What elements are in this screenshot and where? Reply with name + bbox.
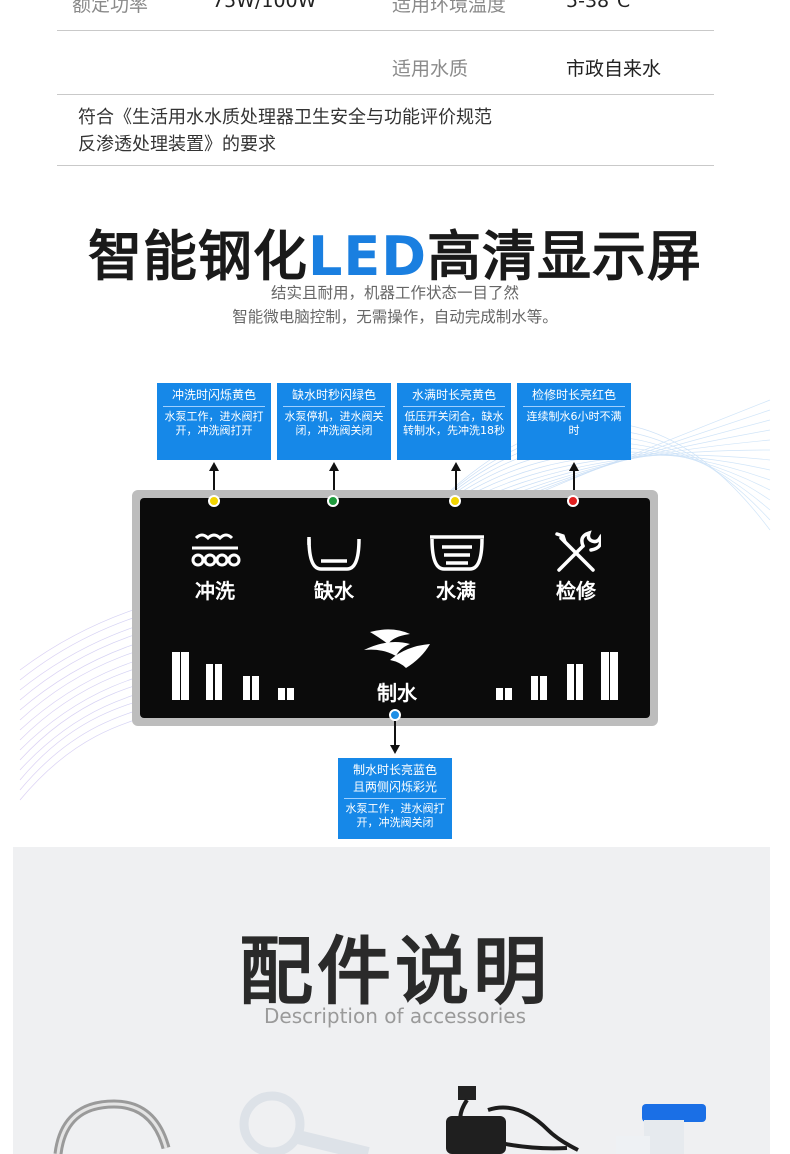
- level-bar: [252, 676, 259, 700]
- level-bar: [287, 688, 294, 700]
- icon-label-service: 检修: [556, 579, 596, 603]
- status-dot-making: [389, 709, 401, 721]
- section-subtitle-accessories: Description of accessories: [263, 1004, 527, 1028]
- level-bar: [531, 676, 538, 700]
- spec-value-water-quality: 市政自来水: [566, 58, 662, 80]
- pointer-line: [333, 470, 335, 492]
- spec-label-power: 额定功率: [72, 0, 149, 16]
- indicator-title: 水满时长亮黄色: [403, 383, 505, 407]
- table-divider: [57, 94, 714, 95]
- section-subtitle: 结实且耐用，机器工作状态一目了然: [270, 284, 519, 302]
- level-bar: [505, 688, 512, 700]
- level-bar: [243, 676, 250, 700]
- indicator-info-low-water: 缺水时秒闪绿色 水泵停机，进水阀关闭，冲洗阀关闭: [277, 383, 391, 460]
- arrow-up-icon: [329, 462, 339, 471]
- filter-wrench-icon: [239, 1091, 370, 1154]
- empty-tank-icon: [307, 537, 361, 571]
- ball-valve-icon: [616, 1104, 706, 1154]
- pointer-line: [573, 470, 575, 492]
- power-adapter-icon: [446, 1086, 579, 1154]
- status-dot-flush: [208, 495, 220, 507]
- indicator-title: 缺水时秒闪绿色: [283, 383, 385, 407]
- pointer-line: [394, 721, 396, 745]
- title-part: 智能钢化: [87, 225, 308, 288]
- level-bar: [172, 652, 180, 700]
- indicator-info-full: 水满时长亮黄色 低压开关闭合，缺水转制水，先冲洗18秒: [397, 383, 511, 460]
- table-divider: [57, 165, 714, 166]
- icon-label-full: 水满: [436, 579, 476, 603]
- section-title-display: 智能钢化LED高清显示屏: [0, 212, 790, 291]
- pointer-line: [455, 470, 457, 492]
- level-bar: [567, 664, 574, 700]
- section-title-accessories: 配件说明: [239, 929, 551, 1015]
- icon-label-low-water: 缺水: [314, 579, 354, 603]
- requirement-line: 反渗透处理装置》的要求: [78, 134, 276, 155]
- indicator-title: 冲洗时闪烁黄色: [163, 383, 265, 407]
- indicator-title: 制水时长亮蓝色且两侧闪烁彩光: [344, 758, 446, 799]
- title-part: 高清显示屏: [427, 225, 703, 288]
- level-bar: [496, 688, 503, 700]
- indicator-desc: 低压开关闭合，缺水转制水，先冲洗18秒: [403, 410, 505, 437]
- status-dot-service: [567, 495, 579, 507]
- arrow-up-icon: [209, 462, 219, 471]
- spec-value-temperature: 5-38℃: [566, 0, 631, 12]
- indicator-desc: 连续制水6小时不满时: [526, 410, 622, 437]
- indicator-info-service: 检修时长亮红色 连续制水6小时不满时: [517, 383, 631, 460]
- status-dot-low-water: [327, 495, 339, 507]
- icon-label-flush: 冲洗: [195, 579, 235, 603]
- indicator-info-making: 制水时长亮蓝色且两侧闪烁彩光 水泵工作，进水阀打开，冲洗阀关闭: [338, 758, 452, 839]
- shower-icon: [191, 533, 241, 567]
- indicator-info-flush: 冲洗时闪烁黄色 水泵工作，进水阀打开，冲洗阀打开: [157, 383, 271, 460]
- faucet-icon: [53, 1099, 171, 1154]
- arrow-down-icon: [390, 745, 400, 754]
- tools-icon: [555, 530, 601, 572]
- level-bar: [278, 688, 285, 700]
- title-highlight: LED: [307, 225, 428, 288]
- level-bar: [206, 664, 213, 700]
- level-bar: [610, 652, 618, 700]
- indicator-title: 检修时长亮红色: [523, 383, 625, 407]
- accessories-section: [13, 847, 770, 1154]
- icon-label-making: 制水: [377, 681, 417, 705]
- arrow-up-icon: [569, 462, 579, 471]
- status-dot-full: [449, 495, 461, 507]
- pointer-line: [213, 470, 215, 492]
- level-bar: [540, 676, 547, 700]
- spec-label-temperature: 适用环境温度: [392, 0, 507, 16]
- spec-label-water-quality: 适用水质: [392, 58, 469, 80]
- level-bar: [181, 652, 189, 700]
- indicator-desc: 水泵工作，进水阀打开，冲洗阀关闭: [345, 802, 445, 829]
- requirement-line: 符合《生活用水水质处理器卫生安全与功能评价规范: [78, 107, 492, 128]
- section-subtitle: 智能微电脑控制，无需操作，自动完成制水等。: [232, 308, 558, 326]
- water-drop-logo-icon: [364, 629, 430, 668]
- level-bar: [601, 652, 609, 700]
- table-divider: [57, 30, 714, 31]
- level-bar: [576, 664, 583, 700]
- spec-value-power: 75W/100W: [212, 0, 317, 12]
- arrow-up-icon: [451, 462, 461, 471]
- spec-requirement: 符合《生活用水水质处理器卫生安全与功能评价规范 反渗透处理装置》的要求: [78, 104, 492, 158]
- full-tank-icon: [430, 535, 484, 571]
- indicator-desc: 水泵工作，进水阀打开，冲洗阀打开: [164, 410, 264, 437]
- level-bar: [215, 664, 222, 700]
- indicator-desc: 水泵停机，进水阀关闭，冲洗阀关闭: [284, 410, 384, 437]
